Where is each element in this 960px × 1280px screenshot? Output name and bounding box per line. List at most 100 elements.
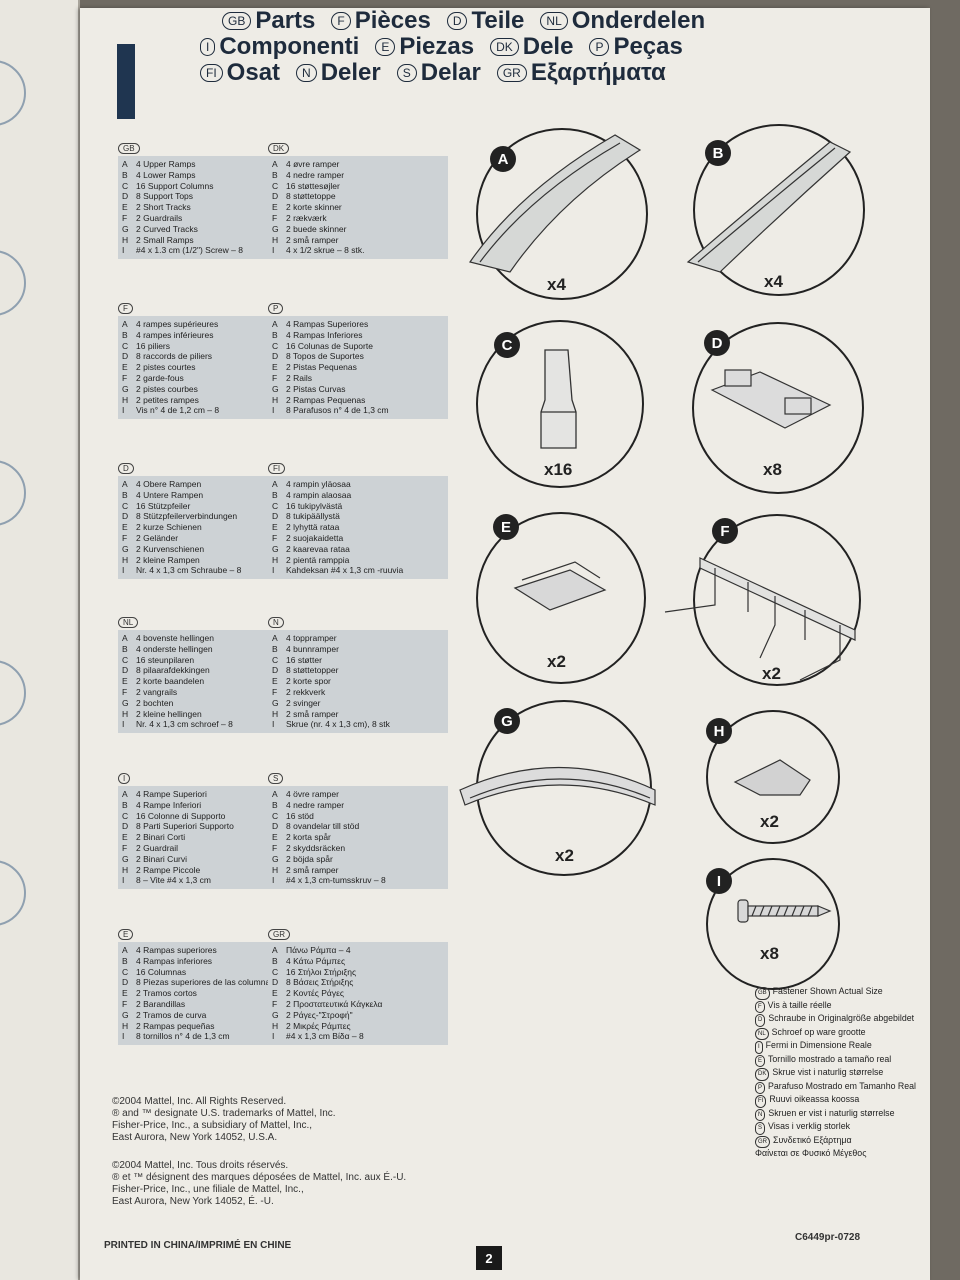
part-letter-badge: H xyxy=(706,718,732,744)
part-letter: D xyxy=(122,977,129,988)
part-letter: H xyxy=(122,234,129,245)
part-description: 8 pilaarafdekkingen xyxy=(136,665,210,676)
part-letter: D xyxy=(122,511,129,522)
header-word: Dele xyxy=(522,33,574,60)
language-code: FI xyxy=(200,64,223,82)
language-code: F xyxy=(118,303,133,314)
language-code: S xyxy=(755,1122,766,1135)
part-description: 8 ovandelar till stöd xyxy=(286,821,360,832)
part-description: 2 korte spor xyxy=(286,676,331,687)
parts-list-item: I#4 x 1.3 cm (1/2") Screw – 8 xyxy=(122,245,294,256)
product-code: C6449pr-0728 xyxy=(795,1232,861,1243)
part-quantity: x4 xyxy=(764,272,783,291)
part-description: 8 Βάσεις Στήριξης xyxy=(286,977,354,988)
fastener-text: Fastener Shown Actual Size xyxy=(772,986,883,996)
part-letter: D xyxy=(122,665,129,676)
part-letter: A xyxy=(272,319,278,329)
language-code: GB xyxy=(222,12,252,30)
part-description: 2 pistes courbes xyxy=(136,383,198,394)
part-description: Πάνω Ράμπα – 4 xyxy=(286,945,351,955)
language-code: DK xyxy=(268,143,290,154)
fastener-text: Tornillo mostrado a tamaño real xyxy=(768,1053,892,1064)
part-letter: F xyxy=(122,372,128,383)
page-tab-marker xyxy=(117,44,135,119)
part-circle xyxy=(706,858,840,990)
language-code: GR xyxy=(755,1135,770,1148)
part-description: 4 rampin alaosaa xyxy=(286,489,352,500)
part-quantity: x2 xyxy=(762,664,781,683)
part-letter: E xyxy=(272,522,278,533)
language-code: E xyxy=(118,929,134,940)
part-letter: I xyxy=(272,405,275,416)
part-letter: C xyxy=(272,654,279,665)
part-description: 2 rækværk xyxy=(286,212,327,223)
part-description: 8 Piezas superiores de las columnas xyxy=(136,977,275,988)
part-description: 16 Στήλοι Στήριξης xyxy=(286,966,357,977)
language-code: D xyxy=(446,12,468,30)
part-letter: G xyxy=(122,383,129,394)
header-word: Parts xyxy=(255,7,316,34)
part-description: 2 buede skinner xyxy=(286,223,347,234)
copyright-line: ©2004 Mattel, Inc. Tous droits réservés. xyxy=(112,1160,289,1171)
part-letter: I xyxy=(122,875,125,886)
header-word: Delar xyxy=(420,59,481,86)
parts-list-item: I#4 x 1,3 cm-tumsskruv – 8 xyxy=(272,875,444,886)
part-quantity: x8 xyxy=(763,460,782,479)
language-code: P xyxy=(755,1081,766,1094)
part-letter: C xyxy=(272,340,279,351)
part-description: #4 x 1.3 cm (1/2") Screw – 8 xyxy=(136,245,243,256)
part-letter: A xyxy=(122,159,128,169)
fastener-text: Skruen er vist i naturlig størrelse xyxy=(768,1107,895,1118)
parts-list-item: C 16 steunpilaren xyxy=(122,655,294,666)
part-description: 16 støttesøjler xyxy=(286,180,340,191)
part-description: Skrue (nr. 4 x 1,3 cm), 8 stk xyxy=(286,719,390,730)
part-description: 2 Curved Tracks xyxy=(136,223,198,234)
part-description: 2 kleine Rampen xyxy=(136,554,200,565)
fastener-text: Vis à taille réelle xyxy=(767,999,832,1010)
part-description: 4 Obere Rampen xyxy=(136,479,202,489)
part-description: 4 bunnramper xyxy=(286,643,339,654)
part-description: 2 Rampas Pequenas xyxy=(286,394,366,405)
part-letter: B xyxy=(122,489,128,500)
language-code: P xyxy=(268,303,284,314)
part-letter: I xyxy=(122,405,125,416)
part-letter: C xyxy=(122,340,129,351)
language-code: E xyxy=(375,38,396,56)
part-description: 4 Κάτω Ράμπες xyxy=(286,955,346,966)
part-description: 16 steunpilaren xyxy=(136,654,195,665)
language-code: NL xyxy=(118,617,139,628)
part-description: 2 korte skinner xyxy=(286,202,342,213)
part-description: 4 rampes supérieures xyxy=(136,319,219,329)
